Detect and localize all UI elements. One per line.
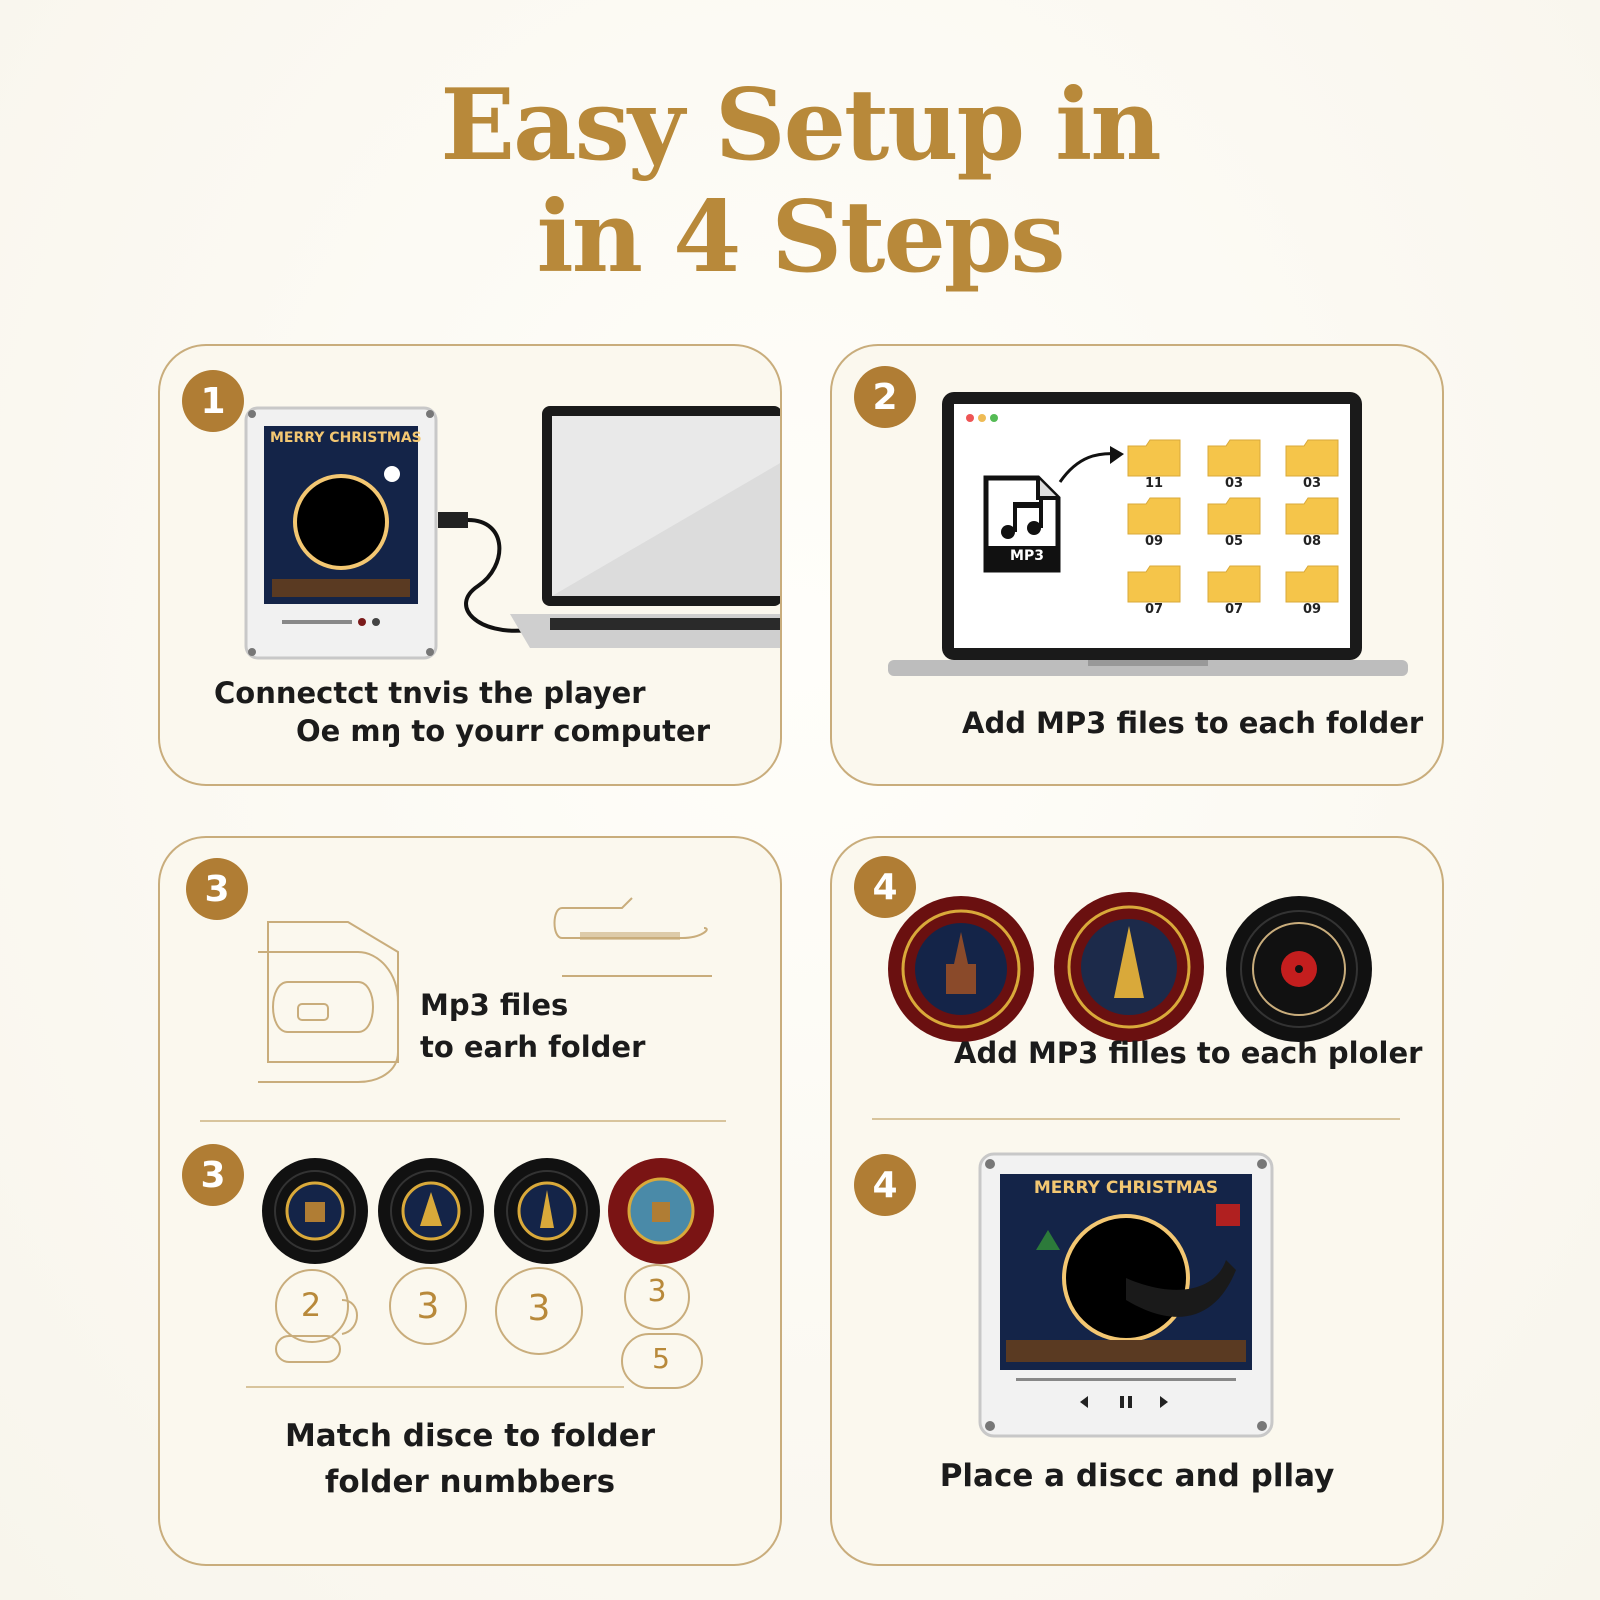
player-screen-title: MERRY CHRISTMAS xyxy=(1033,1178,1219,1198)
folder-label: 09 xyxy=(1144,534,1164,549)
number-label: 3 xyxy=(416,1286,440,1327)
number-label: 3 xyxy=(527,1288,551,1329)
mp3-file-icon xyxy=(983,475,1061,573)
folder-label: 03 xyxy=(1224,476,1244,491)
folder-icon xyxy=(1127,565,1181,603)
folder-icon xyxy=(1127,497,1181,535)
vinyl-record-icon xyxy=(1226,896,1372,1042)
laptop-icon xyxy=(510,406,780,648)
folder-label: 07 xyxy=(1144,602,1164,617)
folder-label: 07 xyxy=(1224,602,1244,617)
vinyl-disc-icon xyxy=(494,1158,600,1264)
folder-icon xyxy=(1207,565,1261,603)
christmas-disc-icon xyxy=(1054,892,1204,1042)
step-3a-badge: 3 xyxy=(186,858,248,920)
step-2-caption: Add MP3 files to each folder xyxy=(962,706,1424,740)
folder-icon xyxy=(1127,439,1181,477)
step-3b-caption-line-2: folder numbbers xyxy=(324,1464,616,1500)
page-title: Easy Setup in in 4 Steps xyxy=(0,70,1600,294)
folder-icon xyxy=(1285,439,1339,477)
numbered-circle-outline xyxy=(389,1267,467,1345)
step-3b-caption-line-1: Match disce to folder xyxy=(284,1418,656,1454)
numbered-circle-outline xyxy=(275,1269,358,1363)
vinyl-disc-icon xyxy=(262,1158,368,1264)
step-3b-divider xyxy=(246,1386,624,1388)
step-1-badge: 1 xyxy=(182,370,244,432)
step-2-badge: 2 xyxy=(854,366,916,428)
step-4a-caption: Add MP3 filles to each ploler xyxy=(954,1036,1423,1070)
number-label: 5 xyxy=(652,1342,670,1375)
numbered-circle-outline xyxy=(495,1267,583,1355)
step-3-card: 3 Mp3 files to earh folder 3 xyxy=(158,836,782,1566)
folder-label: 03 xyxy=(1302,476,1322,491)
title-line-2: in 4 Steps xyxy=(536,180,1066,295)
music-player-playing-illustration xyxy=(978,1152,1274,1438)
numbered-circle-outline xyxy=(624,1264,690,1330)
folder-icon xyxy=(1285,565,1339,603)
folder-icon xyxy=(1207,497,1261,535)
step-4-divider xyxy=(872,1118,1400,1120)
step-4b-caption: Place a discc and pllay xyxy=(939,1458,1335,1494)
vinyl-disc-icon xyxy=(608,1158,714,1264)
numbered-circle-outline xyxy=(621,1333,703,1389)
device-outline-illustration xyxy=(553,897,712,977)
player-screen-title: MERRY CHRISTMAS xyxy=(270,430,422,446)
arrow-to-folders-icon xyxy=(1058,446,1124,483)
folder-icon xyxy=(1207,439,1261,477)
step-4b-badge: 4 xyxy=(854,1154,916,1216)
step-2-card: 2 MP3 11 03 03 09 05 08 07 07 09 Add MP3… xyxy=(830,344,1444,786)
number-label: 2 xyxy=(300,1286,322,1324)
folder-icon xyxy=(1285,497,1339,535)
mp3-file-label: MP3 xyxy=(1010,548,1044,564)
step-3b-badge: 3 xyxy=(182,1144,244,1206)
folder-label: 05 xyxy=(1224,534,1244,549)
vinyl-disc-icon xyxy=(378,1158,484,1264)
christmas-disc-icon xyxy=(888,896,1034,1042)
folder-label: 09 xyxy=(1302,602,1322,617)
number-label: 3 xyxy=(647,1274,667,1309)
step-1-caption-line-2: Oe mŋ to yourr computer xyxy=(296,714,711,748)
folder-label: 11 xyxy=(1144,476,1164,491)
step-4-card: 4 Add MP3 filles to each ploler 4 xyxy=(830,836,1444,1566)
step-3a-caption-line-1: Mp3 files xyxy=(420,988,569,1022)
step-3a-caption-line-2: to earh folder xyxy=(420,1030,646,1064)
folder-outline-illustration xyxy=(258,921,399,1083)
title-line-1: Easy Setup in xyxy=(440,68,1161,183)
folder-label: 08 xyxy=(1302,534,1322,549)
step-4a-badge: 4 xyxy=(854,856,916,918)
step-1-card: 1 MERRY CHRISTMAS Connectct tnvis the pl… xyxy=(158,344,782,786)
music-player-device-illustration xyxy=(244,406,438,660)
step-3-divider xyxy=(200,1120,726,1122)
usb-cable-icon xyxy=(438,512,529,633)
step-1-caption-line-1: Connectct tnvis the player xyxy=(214,676,646,710)
